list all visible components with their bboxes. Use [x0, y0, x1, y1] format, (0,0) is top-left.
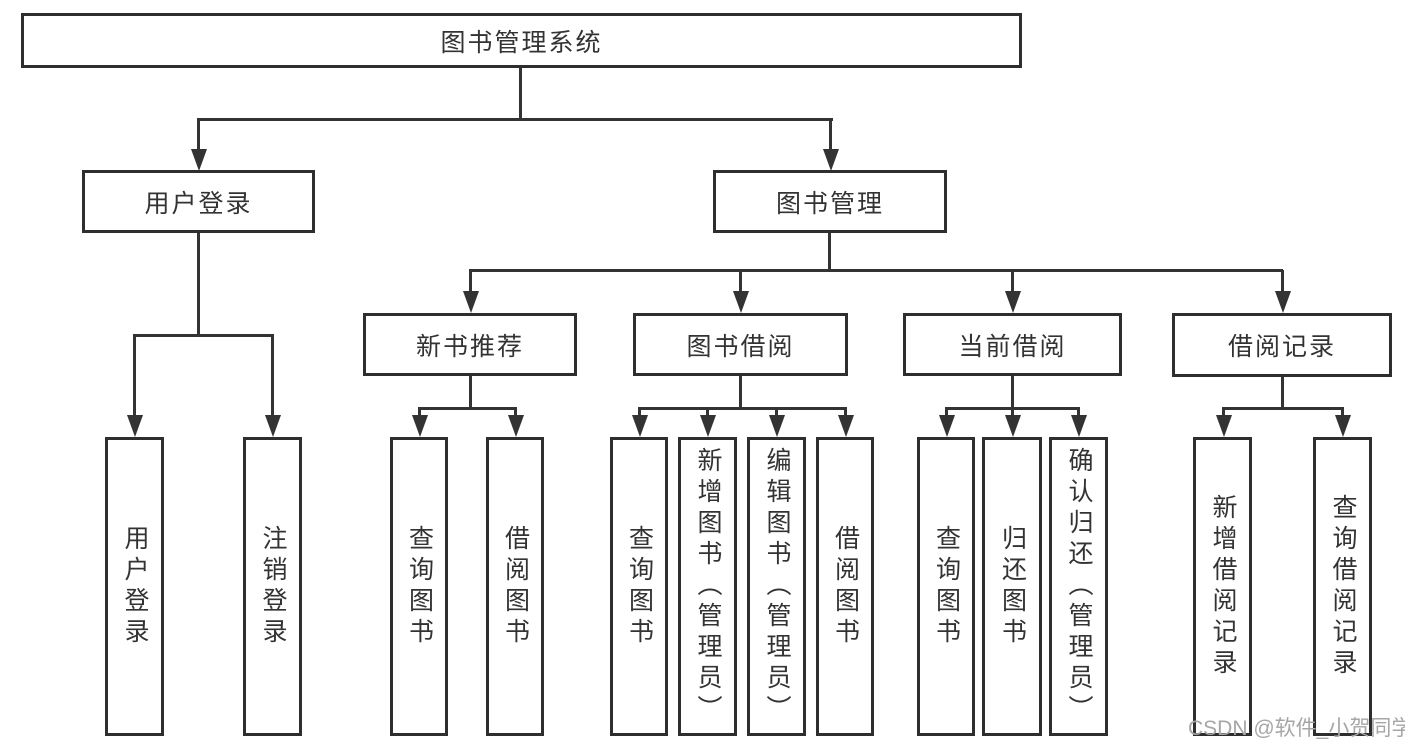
- connector-book-borrow-hline: [638, 407, 847, 410]
- leaf-add-borrow-record: 新增借阅记录: [1193, 437, 1252, 736]
- node-root: 图书管理系统: [21, 13, 1022, 68]
- connector-book-borrow-stem: [739, 376, 742, 409]
- arrow-leaf-borrow-books-recommend: [514, 408, 517, 415]
- leaf-edit-books-admin: 编辑图书（管理员）: [747, 437, 806, 736]
- arrow-to-current-borrow: [1011, 270, 1014, 291]
- node-new-book-recommend-label: 新书推荐: [415, 332, 524, 361]
- connector-root-stem: [519, 68, 522, 120]
- arrow-leaf-edit-books-admin: [775, 408, 778, 415]
- leaf-logout: 注销登录: [243, 437, 302, 736]
- arrow-to-borrow-records: [1281, 270, 1284, 291]
- leaf-query-books-borrow-label: 查询图书: [625, 524, 654, 649]
- connector-new-book-recommend-hline: [418, 407, 517, 410]
- arrow-to-user-login: [197, 119, 200, 149]
- leaf-add-books-admin-label: 新增图书（管理员）: [694, 447, 722, 726]
- leaf-query-books-recommend: 查询图书: [390, 437, 448, 736]
- connector-user-login-hline: [133, 334, 274, 337]
- connector-new-book-recommend-stem: [469, 376, 472, 409]
- arrow-to-leaf-user-login: [133, 335, 136, 415]
- arrow-to-book-borrow: [739, 270, 742, 291]
- arrow-to-new-book-recommend: [469, 270, 472, 291]
- connector-current-borrow-stem: [1011, 376, 1014, 409]
- leaf-confirm-return-admin: 确认归还（管理员）: [1049, 437, 1108, 736]
- arrow-leaf-borrow-books: [844, 408, 847, 415]
- arrow-to-book-management: [829, 119, 832, 149]
- arrow-leaf-query-books-recommend: [418, 408, 421, 415]
- node-borrow-records-label: 借阅记录: [1227, 333, 1336, 361]
- csdn-watermark: CSDN @软件_小贺同学: [1188, 717, 1405, 740]
- leaf-user-login: 用户登录: [105, 437, 164, 736]
- node-borrow-records: 借阅记录: [1172, 313, 1392, 377]
- node-new-book-recommend: 新书推荐: [363, 313, 577, 376]
- node-current-borrow: 当前借阅: [903, 313, 1122, 376]
- arrow-leaf-query-books-current: [945, 408, 948, 415]
- connector-borrow-records-hline: [1222, 407, 1344, 410]
- leaf-query-borrow-record-label: 查询借阅记录: [1329, 493, 1357, 680]
- node-current-borrow-label: 当前借阅: [958, 332, 1067, 361]
- node-root-label: 图书管理系统: [440, 28, 603, 57]
- leaf-add-borrow-record-label: 新增借阅记录: [1209, 493, 1237, 680]
- arrow-leaf-add-borrow-record: [1222, 408, 1225, 415]
- arrow-leaf-add-books-admin: [706, 408, 709, 415]
- leaf-query-borrow-record: 查询借阅记录: [1313, 437, 1372, 736]
- leaf-user-login-label: 用户登录: [121, 524, 149, 649]
- leaf-query-books-current: 查询图书: [917, 437, 975, 736]
- node-book-management: 图书管理: [713, 170, 947, 233]
- leaf-return-books: 归还图书: [982, 437, 1042, 736]
- leaf-edit-books-admin-label: 编辑图书（管理员）: [763, 447, 791, 726]
- leaf-logout-label: 注销登录: [259, 524, 287, 649]
- connector-book-management-stem: [828, 233, 831, 271]
- node-book-management-label: 图书管理: [775, 189, 884, 218]
- arrow-to-leaf-logout: [271, 335, 274, 415]
- connector-root-hline: [197, 118, 833, 121]
- node-book-borrow: 图书借阅: [633, 313, 848, 376]
- leaf-borrow-books: 借阅图书: [816, 437, 874, 736]
- leaf-query-books-borrow: 查询图书: [610, 437, 668, 736]
- connector-borrow-records-stem: [1281, 377, 1284, 409]
- leaf-add-books-admin: 新增图书（管理员）: [678, 437, 737, 736]
- leaf-query-books-current-label: 查询图书: [932, 524, 961, 649]
- connector-user-login-stem: [197, 233, 200, 336]
- node-book-borrow-label: 图书借阅: [686, 332, 795, 361]
- node-user-login: 用户登录: [82, 170, 315, 233]
- arrow-leaf-return-books: [1011, 408, 1014, 415]
- leaf-return-books-label: 归还图书: [998, 524, 1027, 649]
- connector-book-management-hline: [469, 269, 1283, 272]
- leaf-borrow-books-recommend: 借阅图书: [486, 437, 544, 736]
- leaf-borrow-books-label: 借阅图书: [831, 524, 860, 649]
- arrow-leaf-confirm-return-admin: [1077, 408, 1080, 415]
- node-user-login-label: 用户登录: [144, 189, 253, 218]
- arrow-leaf-query-books-borrow: [638, 408, 641, 415]
- leaf-query-books-recommend-label: 查询图书: [405, 524, 434, 649]
- leaf-confirm-return-admin-label: 确认归还（管理员）: [1065, 447, 1093, 726]
- arrow-leaf-query-borrow-record: [1341, 408, 1344, 415]
- leaf-borrow-books-recommend-label: 借阅图书: [501, 524, 530, 649]
